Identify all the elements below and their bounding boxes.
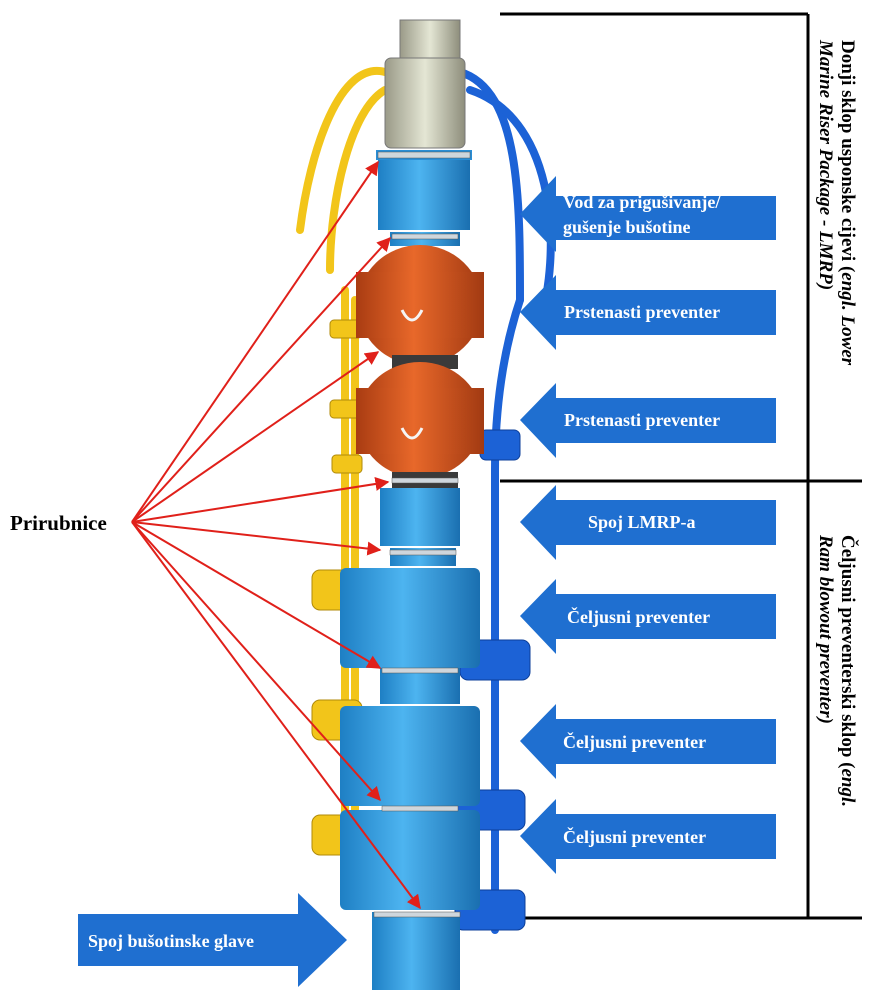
group-lines <box>500 12 862 920</box>
flange-label: Prirubnice <box>10 511 107 535</box>
svg-text:Marine Riser Package - LMRP): Marine Riser Package - LMRP) <box>815 39 836 290</box>
component-arrow-2: Prstenasti preventer <box>520 383 776 458</box>
component-arrow-1: Prstenasti preventer <box>520 275 776 350</box>
wellhead-arrow: Spoj bušotinske glave <box>78 893 347 987</box>
component-arrow-3: Spoj LMRP-a <box>520 485 776 560</box>
component-arrow-0: Vod za prigušivanje/ gušenje bušotine <box>520 176 776 252</box>
component-label-0b: gušenje bušotine <box>563 217 691 237</box>
component-label-5: Čeljusni preventer <box>563 731 706 752</box>
wellhead-label: Spoj bušotinske glave <box>88 931 254 951</box>
component-arrow-5: Čeljusni preventer <box>520 704 776 779</box>
component-arrow-4: Čeljusni preventer <box>520 579 776 654</box>
svg-text:Ram blowout preventer): Ram blowout preventer) <box>815 534 836 724</box>
component-label-6: Čeljusni preventer <box>563 826 706 847</box>
bop-group-label: Čeljusni preventerski sklop (engl. Ram b… <box>815 534 859 807</box>
flange-arrows <box>131 160 421 910</box>
component-label-3: Spoj LMRP-a <box>588 512 696 532</box>
svg-text:Donji sklop usponske cijevi (e: Donji sklop usponske cijevi (engl. Lower <box>837 40 858 366</box>
component-label-0a: Vod za prigušivanje/ <box>563 192 721 212</box>
component-label-1: Prstenasti preventer <box>564 302 720 322</box>
component-arrow-6: Čeljusni preventer <box>520 799 776 874</box>
bop-stack-body <box>340 19 484 990</box>
component-label-2: Prstenasti preventer <box>564 410 720 430</box>
lmrp-group-label: Donji sklop usponske cijevi (engl. Lower… <box>815 39 858 366</box>
svg-text:Čeljusni preventerski sklop (e: Čeljusni preventerski sklop (engl. <box>837 535 859 807</box>
component-label-4: Čeljusni preventer <box>567 606 710 627</box>
